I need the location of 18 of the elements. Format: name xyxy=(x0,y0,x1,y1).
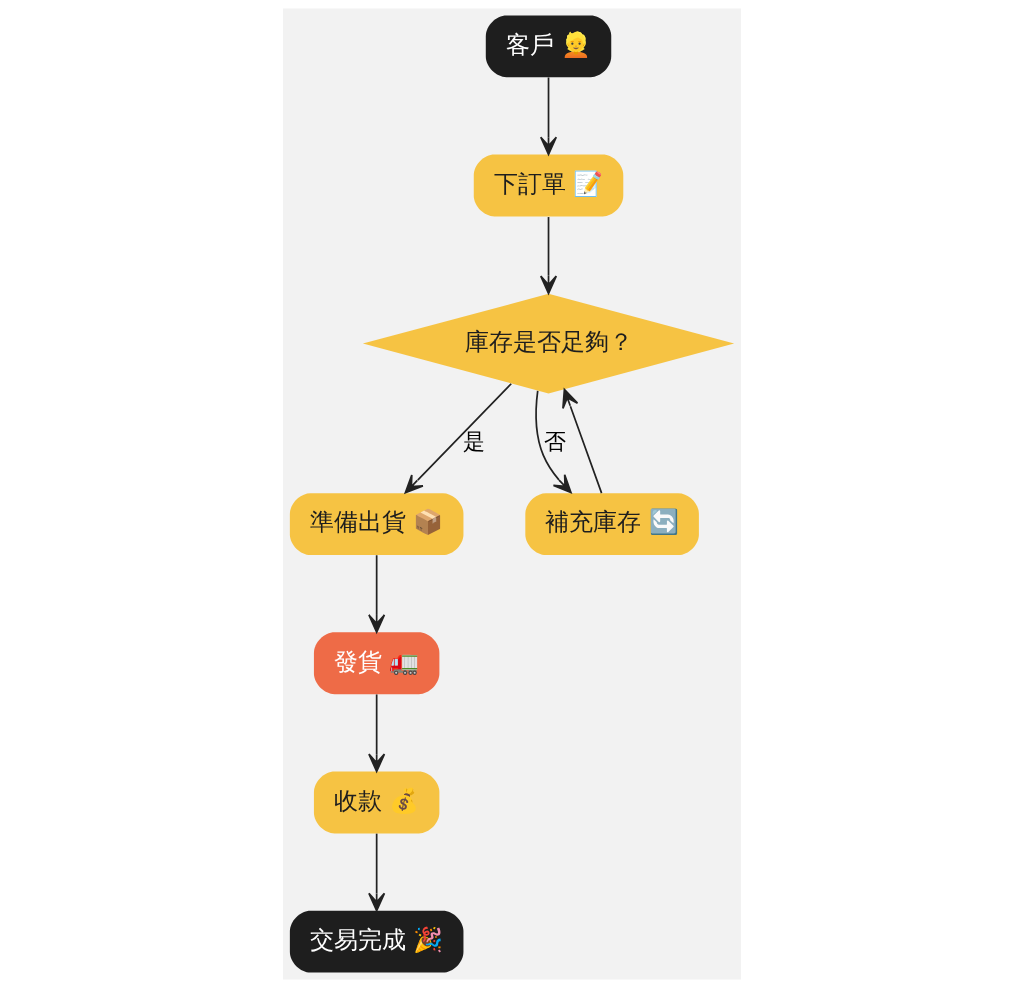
node-box: 準備出貨 📦 xyxy=(289,493,464,555)
edge-label: 是 xyxy=(462,428,485,455)
node-box: 交易完成 🎉 xyxy=(289,910,464,973)
node-box: 下訂單 📝 xyxy=(473,154,624,217)
arrow xyxy=(368,693,386,773)
arrow xyxy=(535,389,572,494)
node-diamond: 庫存是否足夠？ xyxy=(362,293,735,394)
arrow xyxy=(562,388,603,494)
node-box: 收款 💰 xyxy=(313,771,440,834)
node-box: 發貨 🚛 xyxy=(313,632,440,695)
arrow xyxy=(539,76,558,156)
node-box: 客戶 👱 xyxy=(485,15,612,78)
arrow xyxy=(539,216,558,295)
edge-label: 否 xyxy=(543,428,566,455)
arrow xyxy=(368,554,386,633)
arrow xyxy=(368,832,386,912)
arrow xyxy=(404,382,513,494)
node-box: 補充庫存 🔄 xyxy=(525,493,699,555)
